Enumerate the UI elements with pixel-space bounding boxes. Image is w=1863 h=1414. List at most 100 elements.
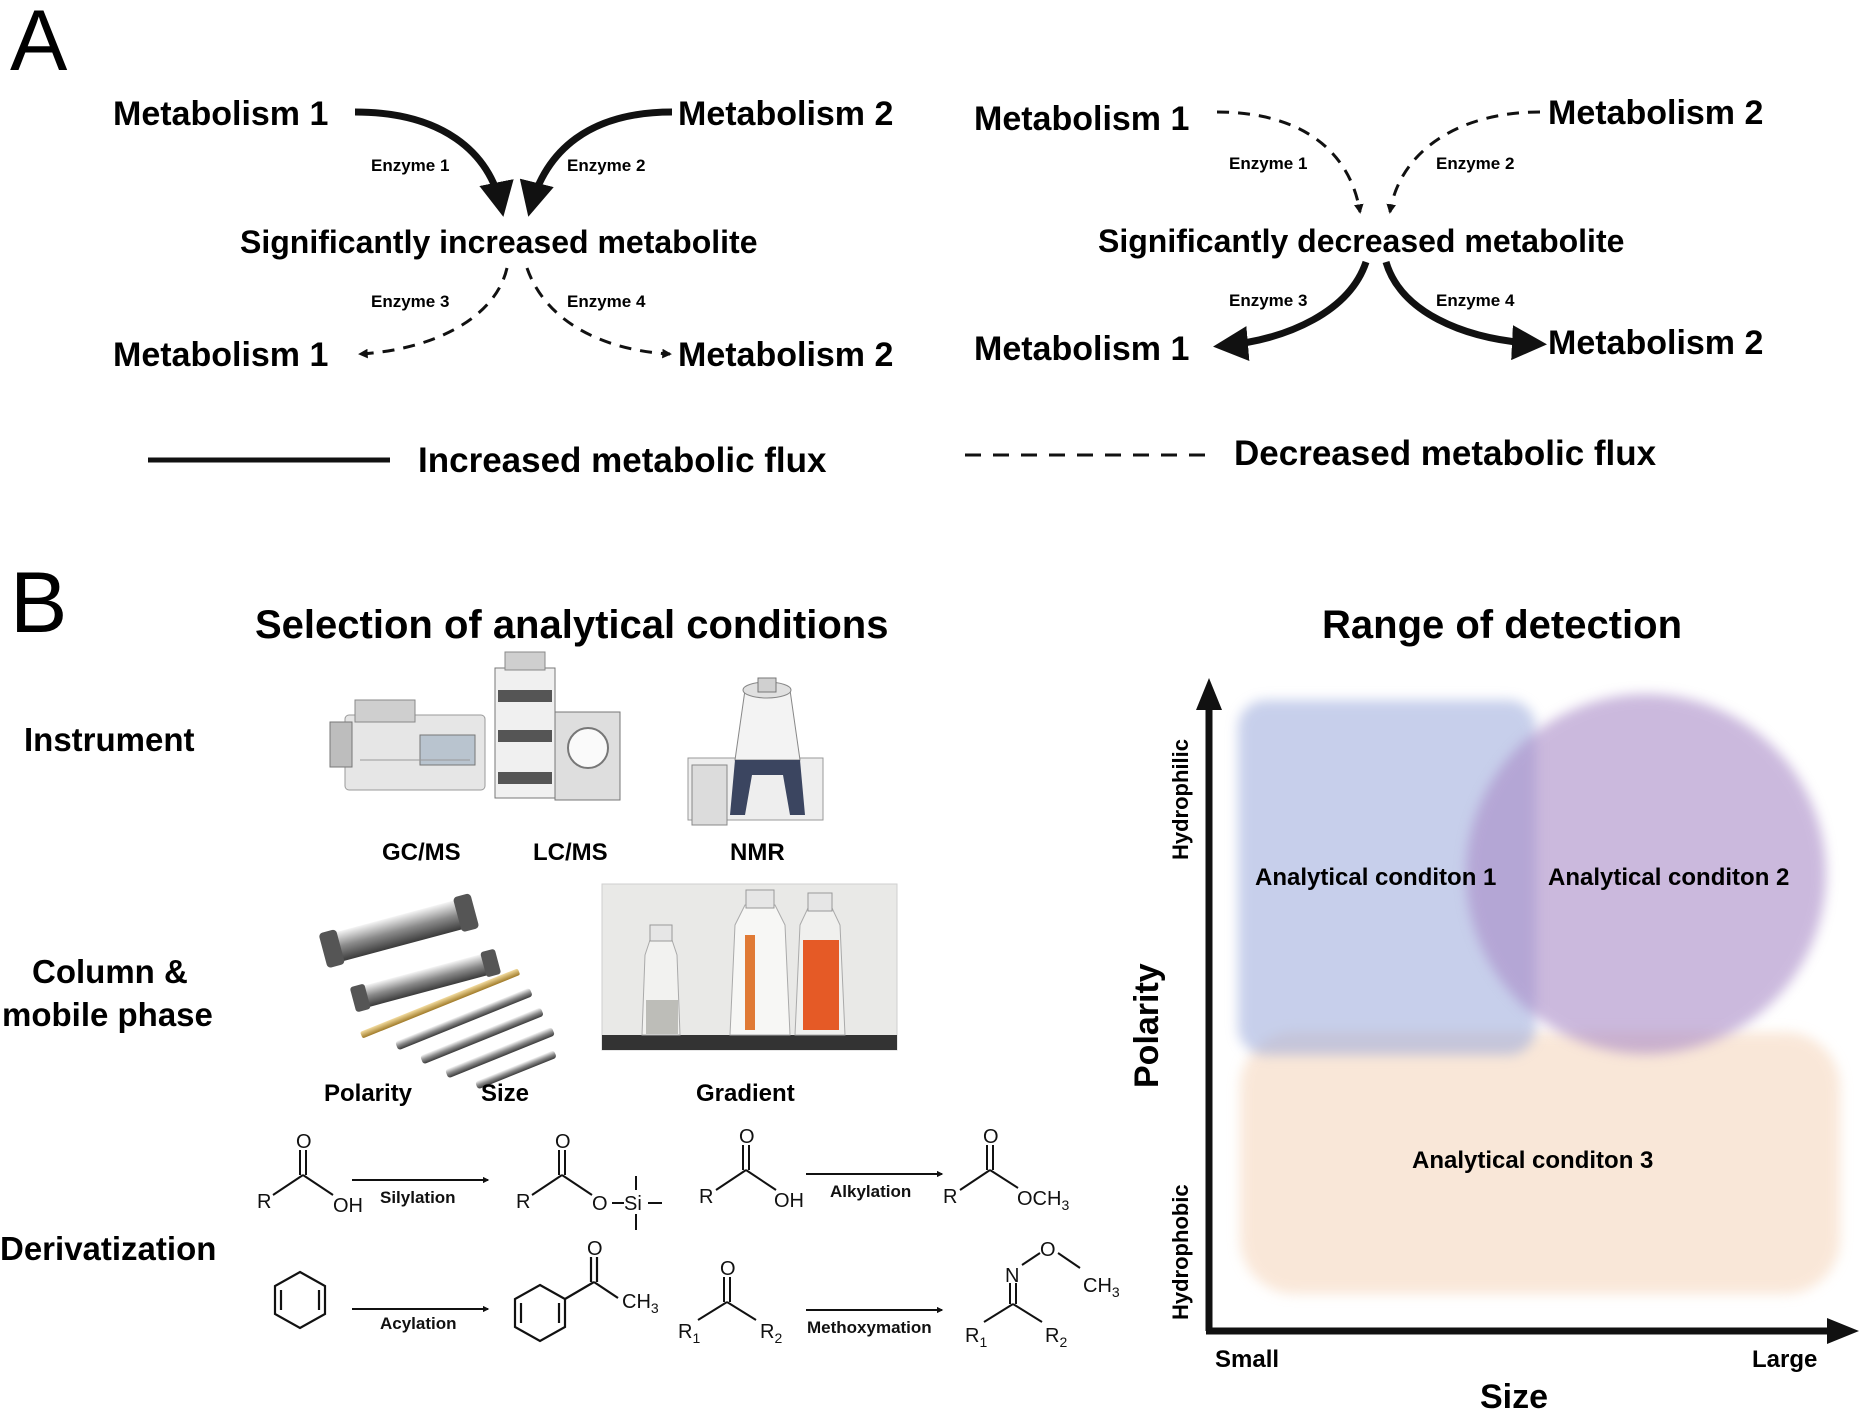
instrument-label-gcms: GC/MS (382, 839, 461, 866)
right-top-metabolism-2: Metabolism 2 (1548, 94, 1763, 132)
gc-ms-instrument-image (329, 699, 486, 791)
left-enzyme-2: Enzyme 2 (567, 156, 645, 175)
silyl-ester-structure (531, 1150, 662, 1230)
chem-o-4: O (739, 1126, 755, 1148)
y-axis-bottom-label: Hydrophobic (1168, 1184, 1193, 1320)
acylation-label: Acylation (380, 1314, 457, 1333)
left-enzyme-3: Enzyme 3 (371, 292, 449, 311)
alkylation-label: Alkylation (830, 1182, 911, 1201)
detection-title: Range of detection (1322, 603, 1682, 647)
chem-r-4: R (943, 1186, 957, 1208)
mobile-phase-bottles-image (601, 883, 898, 1051)
panel-b-letter: B (10, 555, 67, 651)
left-dashed-arrow-enzyme-4 (525, 267, 672, 359)
condition-2-label: Analytical conditon 2 (1548, 864, 1789, 891)
left-enzyme-4: Enzyme 4 (567, 292, 646, 311)
column-label-gradient: Gradient (696, 1080, 795, 1107)
chem-n: N (1005, 1265, 1019, 1287)
chem-o-8: O (1040, 1239, 1056, 1261)
hplc-columns-image (319, 893, 556, 1089)
left-bottom-metabolism-2: Metabolism 2 (678, 336, 893, 374)
chem-r-2: R (516, 1191, 530, 1213)
chem-ch3-1: CH3 (622, 1291, 659, 1316)
right-dashed-arrow-enzyme-1 (1216, 110, 1364, 214)
x-axis-large-label: Large (1752, 1346, 1817, 1373)
carboxylic-acid-structure-1 (272, 1150, 334, 1196)
chem-oh-1: OH (333, 1195, 363, 1217)
right-solid-arrow-enzyme-4 (1382, 260, 1547, 361)
left-solid-arrow-enzyme-1 (354, 108, 514, 217)
x-axis-arrowhead (1827, 1318, 1859, 1344)
left-dashed-arrow-enzyme-3 (358, 267, 509, 359)
methoxime-structure (983, 1252, 1081, 1323)
condition-3-region (1240, 1032, 1840, 1294)
left-center-metabolite: Significantly increased metabolite (240, 224, 757, 260)
right-enzyme-4: Enzyme 4 (1436, 291, 1515, 310)
chem-och3: OCH3 (1017, 1188, 1069, 1213)
nmr-instrument-image (687, 677, 824, 826)
panel-a-letter: A (10, 0, 68, 89)
left-solid-arrow-enzyme-2 (519, 108, 673, 217)
chem-r-1: R (257, 1191, 271, 1213)
decreased-pathway-diagram: Metabolism 1 Metabolism 2 Enzyme 1 Enzym… (974, 94, 1763, 368)
left-bottom-metabolism-1: Metabolism 1 (113, 336, 328, 374)
selection-title: Selection of analytical conditions (255, 603, 888, 647)
benzene-structure (273, 1270, 327, 1330)
condition-1-label: Analytical conditon 1 (1255, 864, 1496, 891)
y-axis-top-label: Hydrophilic (1168, 739, 1193, 860)
right-enzyme-3: Enzyme 3 (1229, 291, 1307, 310)
row-label-derivatization: Derivatization (0, 1230, 216, 1267)
y-axis-arrowhead (1196, 678, 1222, 710)
row-label-column-line1: Column & (32, 953, 188, 990)
y-axis-title: Polarity (1128, 963, 1166, 1088)
flux-legend: Increased metabolic flux Decreased metab… (148, 434, 1657, 480)
column-label-polarity: Polarity (324, 1080, 413, 1107)
instrument-label-nmr: NMR (730, 839, 785, 866)
chem-r1-1: R1 (678, 1321, 700, 1346)
chem-o-6: O (587, 1238, 603, 1260)
right-bottom-metabolism-2: Metabolism 2 (1548, 324, 1763, 362)
right-center-metabolite: Significantly decreased metabolite (1098, 223, 1624, 259)
acetophenone-structure (513, 1257, 619, 1343)
chem-ch3-2: CH3 (1083, 1275, 1120, 1300)
right-bottom-metabolism-1: Metabolism 1 (974, 330, 1189, 368)
right-dashed-arrow-enzyme-2 (1386, 110, 1541, 214)
instrument-label-lcms: LC/MS (533, 839, 608, 866)
condition-1-region (1238, 700, 1536, 1055)
increased-pathway-diagram: Metabolism 1 Metabolism 2 Enzyme 1 Enzym… (113, 95, 893, 374)
chem-o-2: O (555, 1131, 571, 1153)
left-enzyme-1: Enzyme 1 (371, 156, 449, 175)
chem-o-5: O (983, 1126, 999, 1148)
increased-flux-label: Increased metabolic flux (418, 441, 827, 480)
chem-o-7: O (720, 1258, 736, 1280)
silylation-label: Silylation (380, 1188, 456, 1207)
chem-o-3: O (592, 1193, 608, 1215)
x-axis-title: Size (1480, 1378, 1548, 1414)
methyl-ester-structure (959, 1145, 1019, 1191)
chem-oh-2: OH (774, 1190, 804, 1212)
condition-3-label: Analytical conditon 3 (1412, 1147, 1653, 1174)
left-top-metabolism-1: Metabolism 1 (113, 95, 328, 133)
right-solid-arrow-enzyme-3 (1213, 260, 1370, 362)
carboxylic-acid-structure-2 (715, 1145, 777, 1191)
left-top-metabolism-2: Metabolism 2 (678, 95, 893, 133)
detection-range-plot: Analytical conditon 1 Analytical condito… (1128, 678, 1859, 1414)
right-enzyme-2: Enzyme 2 (1436, 154, 1514, 173)
chem-si: Si (624, 1193, 642, 1215)
chem-r2-2: R2 (1045, 1325, 1067, 1350)
chem-r2-1: R2 (760, 1321, 782, 1346)
condition-2-region (1466, 694, 1826, 1054)
chem-r1-2: R1 (965, 1325, 987, 1350)
right-top-metabolism-1: Metabolism 1 (974, 100, 1189, 138)
decreased-flux-label: Decreased metabolic flux (1234, 434, 1657, 473)
chem-r-3: R (699, 1186, 713, 1208)
methoxymation-label: Methoxymation (807, 1318, 932, 1337)
row-label-instrument: Instrument (24, 721, 195, 758)
ketone-structure (697, 1277, 757, 1321)
right-enzyme-1: Enzyme 1 (1229, 154, 1307, 173)
lc-ms-instrument-image (494, 651, 621, 801)
column-label-size: Size (481, 1080, 529, 1107)
row-label-column-line2: mobile phase (2, 996, 213, 1033)
derivatization-reactions: R O OH Silylation R O O Si R O OH (257, 1126, 1120, 1350)
